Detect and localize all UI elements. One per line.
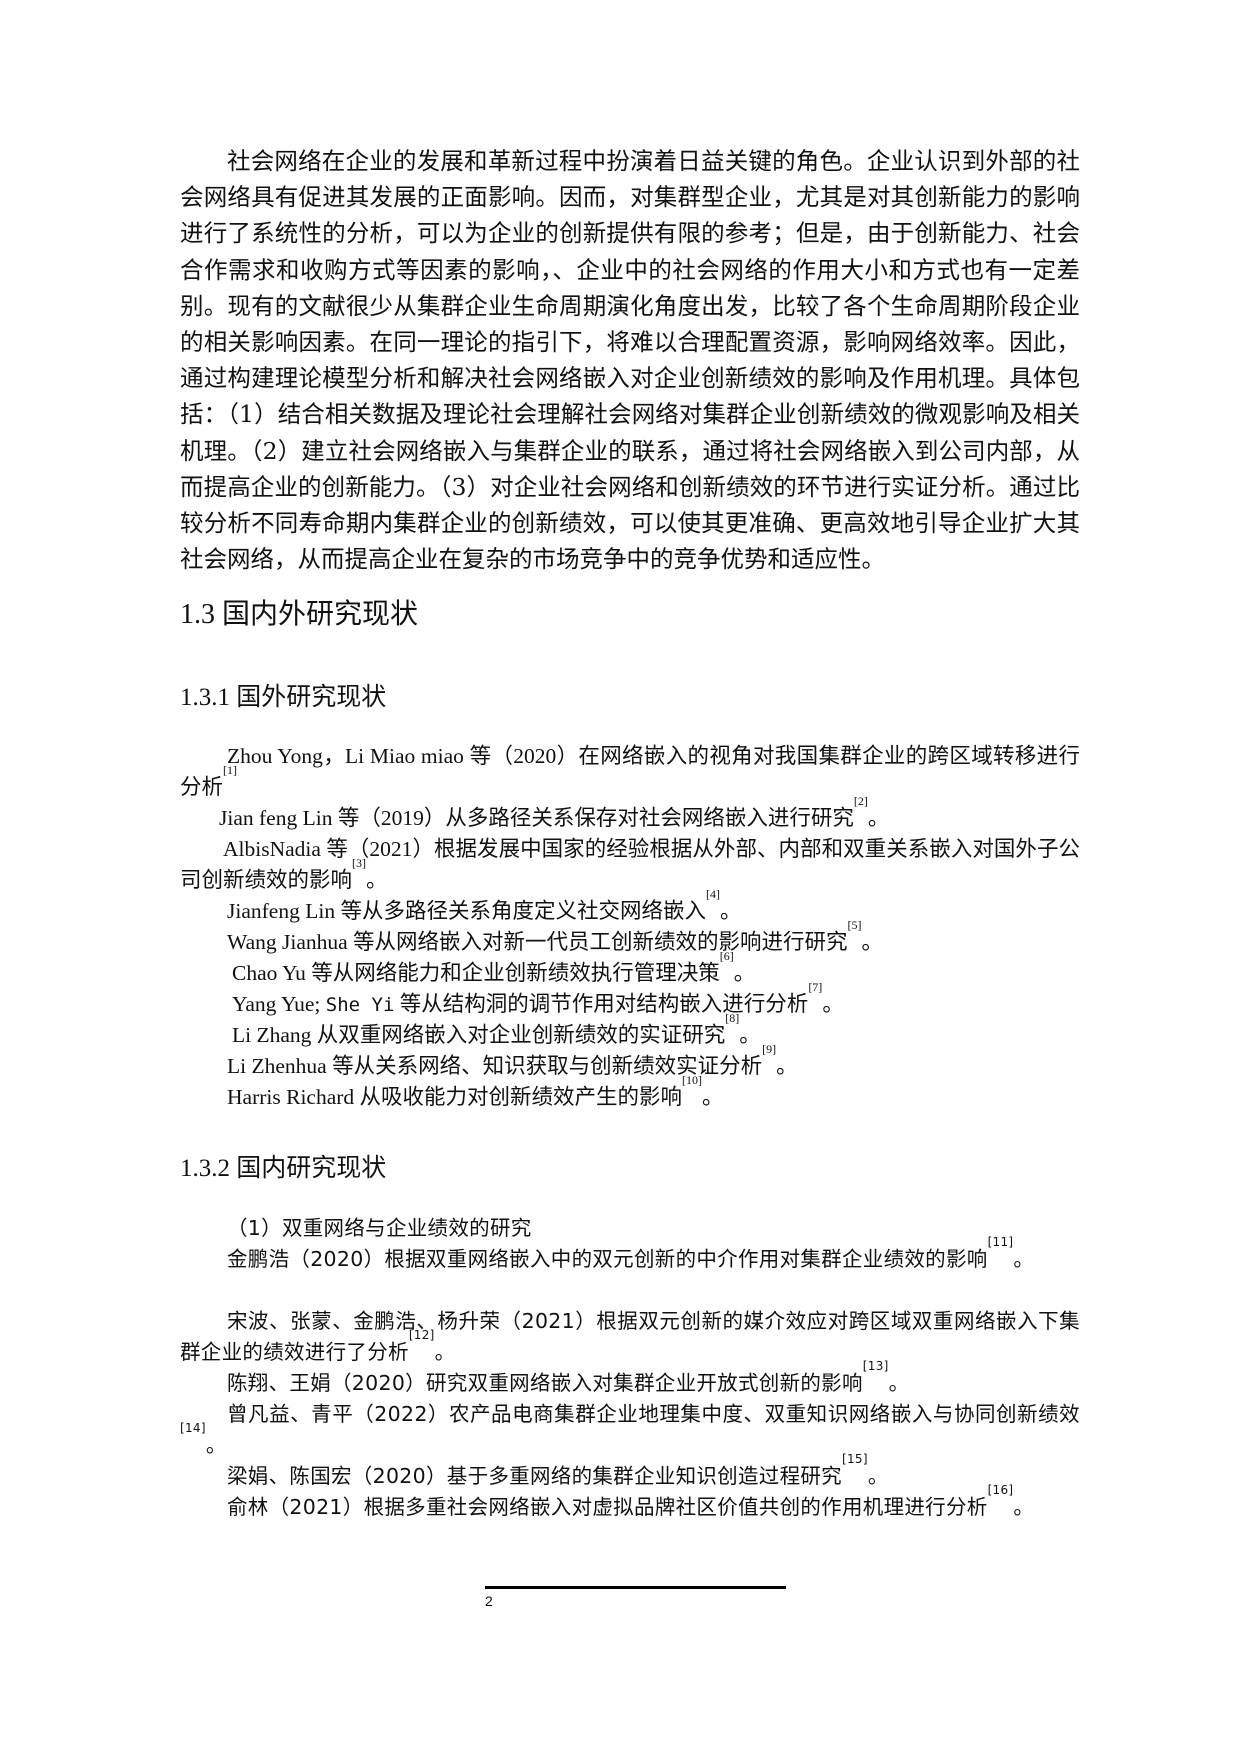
- domestic-ref-11: 金鹏浩（2020）根据双重网络嵌入中的双元创新的中介作用对集群企业绩效的影响[1…: [227, 1235, 1035, 1271]
- citation-marker: [4]: [705, 887, 720, 901]
- citation-marker: [1]: [223, 763, 238, 777]
- citation-marker: [6]: [719, 949, 734, 963]
- ref-text: Li Zhang 从双重网络嵌入对企业创新绩效的实证研究: [232, 1023, 726, 1047]
- citation-marker: [15]: [841, 1452, 868, 1466]
- citation-marker: [13]: [862, 1359, 889, 1373]
- ref-text: Jianfeng Lin 等从多路径关系角度定义社交网络嵌入: [227, 899, 706, 923]
- ref-text: Jian feng Lin 等（2019）从多路径关系保存对社会网络嵌入进行研究: [219, 806, 854, 830]
- footer-divider: [485, 1586, 786, 1589]
- citation-marker: [9]: [762, 1042, 777, 1056]
- ref-text-mono: She Yi: [325, 994, 395, 1016]
- ref-text: AlbisNadia 等（2021）根据发展中国家的经验根据从外部、内部和双重关…: [180, 837, 1080, 892]
- ref-text: Chao Yu 等从网络能力和企业创新绩效执行管理决策: [232, 961, 720, 985]
- intro-paragraph: 社会网络在企业的发展和革新过程中扮演着日益关键的角色。企业认识到外部的社会网络具…: [180, 147, 1080, 574]
- foreign-ref-10: Harris Richard 从吸收能力对创新绩效产生的影响[10]。: [227, 1073, 724, 1109]
- foreign-ref-8: Li Zhang 从双重网络嵌入对企业创新绩效的实证研究[8]。: [232, 1011, 761, 1047]
- citation-marker: [7]: [808, 980, 823, 994]
- foreign-ref-4: Jianfeng Lin 等从多路径关系角度定义社交网络嵌入[4]。: [227, 887, 742, 923]
- ref-text: 曾凡益、青平（2022）农产品电商集群企业地理集中度、双重知识网络嵌入与协同创新…: [227, 1402, 1080, 1426]
- ref-text: 等从结构洞的调节作用对结构嵌入进行分析: [394, 992, 809, 1016]
- citation-marker: [2]: [853, 794, 868, 808]
- domestic-ref-13: 陈翔、王娟（2020）研究双重网络嵌入对集群企业开放式创新的影响[13]。: [227, 1359, 910, 1395]
- citation-marker: [12]: [408, 1328, 435, 1342]
- citation-marker: [16]: [987, 1483, 1014, 1497]
- ref-text: 金鹏浩（2020）根据双重网络嵌入中的双元创新的中介作用对集群企业绩效的影响: [227, 1247, 988, 1271]
- section-heading-1-3-2: 1.3.2 国内研究现状: [180, 1155, 387, 1182]
- ref-text: Zhou Yong，Li Miao miao 等（2020）在网络嵌入的视角对我…: [180, 744, 1080, 799]
- citation-marker: [5]: [847, 918, 862, 932]
- domestic-ref-14: 曾凡益、青平（2022）农产品电商集群企业地理集中度、双重知识网络嵌入与协同创新…: [180, 1402, 1080, 1457]
- ref-text: Harris Richard 从吸收能力对创新绩效产生的影响: [227, 1085, 683, 1109]
- citation-marker: [10]: [682, 1073, 703, 1087]
- citation-marker: [8]: [725, 1011, 740, 1025]
- foreign-ref-2: Jian feng Lin 等（2019）从多路径关系保存对社会网络嵌入进行研究…: [219, 794, 890, 830]
- foreign-ref-1: Zhou Yong，Li Miao miao 等（2020）在网络嵌入的视角对我…: [180, 741, 1080, 803]
- ref-text: 宋波、张蒙、金鹏浩、杨升荣（2021）根据双元创新的媒介效应对跨区域双重网络嵌入…: [180, 1309, 1080, 1364]
- domestic-ref-16: 俞林（2021）根据多重社会网络嵌入对虚拟品牌社区价值共创的作用机理进行分析[1…: [227, 1483, 1035, 1519]
- citation-marker: [3]: [352, 856, 367, 870]
- citation-marker: [14]: [180, 1421, 206, 1435]
- subsection-heading-dual-network: （1）双重网络与企业绩效的研究: [227, 1216, 532, 1240]
- ref-text: Li Zhenhua 等从关系网络、知识获取与创新绩效实证分析: [227, 1054, 763, 1078]
- section-heading-1-3: 1.3 国内外研究现状: [180, 599, 419, 630]
- ref-text: Wang Jianhua 等从网络嵌入对新一代员工创新绩效的影响进行研究: [227, 930, 848, 954]
- domestic-ref-15: 梁娟、陈国宏（2020）基于多重网络的集群企业知识创造过程研究[15]。: [227, 1452, 889, 1488]
- domestic-ref-12: 宋波、张蒙、金鹏浩、杨升荣（2021）根据双元创新的媒介效应对跨区域双重网络嵌入…: [180, 1309, 1080, 1364]
- citation-marker: [11]: [987, 1235, 1014, 1249]
- foreign-ref-7: Yang Yue; She Yi 等从结构洞的调节作用对结构嵌入进行分析[7]。: [232, 980, 844, 1016]
- foreign-ref-6: Chao Yu 等从网络能力和企业创新绩效执行管理决策[6]。: [232, 949, 756, 985]
- foreign-ref-9: Li Zhenhua 等从关系网络、知识获取与创新绩效实证分析[9]。: [227, 1042, 798, 1078]
- ref-text: 俞林（2021）根据多重社会网络嵌入对虚拟品牌社区价值共创的作用机理进行分析: [227, 1495, 988, 1519]
- ref-text: 陈翔、王娟（2020）研究双重网络嵌入对集群企业开放式创新的影响: [227, 1371, 863, 1395]
- foreign-ref-3: AlbisNadia 等（2021）根据发展中国家的经验根据从外部、内部和双重关…: [180, 837, 1080, 892]
- ref-text: 梁娟、陈国宏（2020）基于多重网络的集群企业知识创造过程研究: [227, 1464, 842, 1488]
- foreign-ref-5: Wang Jianhua 等从网络嵌入对新一代员工创新绩效的影响进行研究[5]。: [227, 918, 884, 954]
- section-heading-1-3-1: 1.3.1 国外研究现状: [180, 684, 387, 711]
- page-number: 2: [485, 1593, 493, 1609]
- ref-text: Yang Yue;: [232, 992, 326, 1016]
